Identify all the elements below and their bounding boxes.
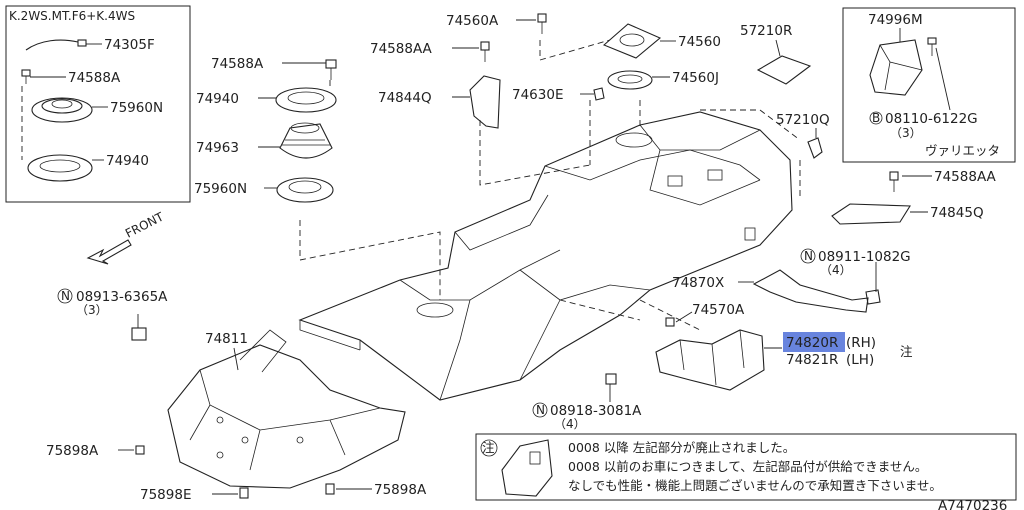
part-75960N: 75960N (194, 181, 247, 197)
bolt-code: 08110-6122G (885, 111, 978, 127)
inset-part-74305F: 74305F (104, 37, 155, 53)
nut-code-n3-circle (532, 402, 548, 418)
pad-57210R-drawing (756, 55, 812, 85)
inset-right-frame (842, 7, 1016, 163)
bolt-code-prefix-circle (869, 111, 883, 125)
bolt-drawing (21, 69, 31, 77)
svg-text:N: N (61, 289, 70, 303)
harness-drawing (25, 39, 79, 51)
part-74844Q: 74844Q (378, 90, 432, 106)
inset-part-74940: 74940 (106, 153, 149, 169)
part-75898A-left: 75898A (46, 443, 99, 459)
inset-right: 74996M B 08110-6122G （3） ヴァリエッタ (842, 7, 1016, 163)
nut-code-n2-qty: （4） (820, 263, 852, 277)
bolt-qty: （3） (890, 126, 922, 140)
nut-code-n2-circle (800, 248, 816, 264)
floor-panel-drawing (298, 111, 793, 401)
part-75898E: 75898E (140, 487, 191, 503)
alt-part-side: (LH) (846, 352, 874, 368)
part-74940: 74940 (196, 91, 239, 107)
inset-part-74588A: 74588A (68, 70, 121, 86)
notice-line-1: 0008 以降 左記部分が廃止されました。 (568, 440, 795, 455)
part-57210Q: 57210Q (776, 112, 830, 128)
part-74630E: 74630E (512, 87, 563, 103)
selected-part-number[interactable]: 74820R (786, 335, 838, 351)
part-74870X: 74870X (672, 275, 724, 291)
alt-part-number[interactable]: 74821R (786, 352, 838, 368)
inset-left-frame (5, 5, 191, 203)
inset-left-title: K.2WS.MT.F6+K.4WS (9, 9, 135, 23)
undercover-drawing (131, 327, 406, 499)
part-74811: 74811 (205, 331, 248, 347)
part-74560J: 74560J (672, 70, 719, 86)
nut-code-n3: 08918-3081A (550, 403, 642, 419)
seal-drawing (31, 97, 93, 123)
part-57210R: 57210R (740, 23, 792, 39)
boot-stack-drawing (275, 59, 337, 203)
svg-text:N: N (804, 249, 813, 263)
plate-drawing (27, 154, 93, 182)
inset-part-75960N: 75960N (110, 100, 163, 116)
diagram-id: A7470236 (938, 498, 1007, 510)
notice-mark: 注 (482, 440, 495, 455)
bracket-drawing (869, 39, 923, 96)
part-74588A: 74588A (211, 56, 264, 72)
part-75898A-bottom: 75898A (374, 482, 427, 498)
nut-code-n1-circle (57, 288, 73, 304)
part-74560: 74560 (678, 34, 721, 50)
part-74560A: 74560A (446, 13, 499, 29)
front-arrow-icon (86, 239, 132, 265)
inset-part-74996M: 74996M (868, 12, 923, 28)
part-74963: 74963 (196, 140, 239, 156)
notice-frame (475, 433, 1017, 501)
svg-text:N: N (536, 403, 545, 417)
part-74588AA-top: 74588AA (370, 41, 433, 57)
part-74570A: 74570A (692, 302, 745, 318)
top-parts-drawing (469, 13, 823, 159)
variation-label: ヴァリエッタ (925, 143, 1000, 158)
right-parts-drawing (605, 171, 911, 391)
selected-part-highlight[interactable] (783, 332, 845, 352)
selected-part-note-mark: 注 (900, 344, 913, 359)
nut-code-n2: 08911-1082G (818, 249, 911, 265)
notice-box: 注 0008 以降 左記部分が廃止されました。 0008 以前のお車につきまして… (475, 433, 1017, 501)
front-label: FRONT (123, 209, 166, 240)
notice-bracket-drawing (501, 439, 553, 497)
notice-line-2: 0008 以前のお車につきまして、左記部品付が供給できません。 (568, 459, 927, 474)
notice-line-3: なしでも性能・機能上問題ございませんので承知置き下さいませ。 (568, 478, 942, 493)
nut-code-n1-qty: （3） (76, 303, 108, 317)
inset-left: K.2WS.MT.F6+K.4WS 74305F 74588A 75960N 7… (5, 5, 191, 203)
svg-text:B: B (872, 111, 880, 125)
nut-code-n3-qty: （4） (554, 417, 586, 431)
part-74845Q: 74845Q (930, 205, 984, 221)
part-74588AA-right: 74588AA (934, 169, 997, 185)
nut-code-n1: 08913-6365A (76, 289, 168, 305)
front-indicator: FRONT (86, 209, 166, 265)
selected-part-side: (RH) (846, 335, 876, 351)
